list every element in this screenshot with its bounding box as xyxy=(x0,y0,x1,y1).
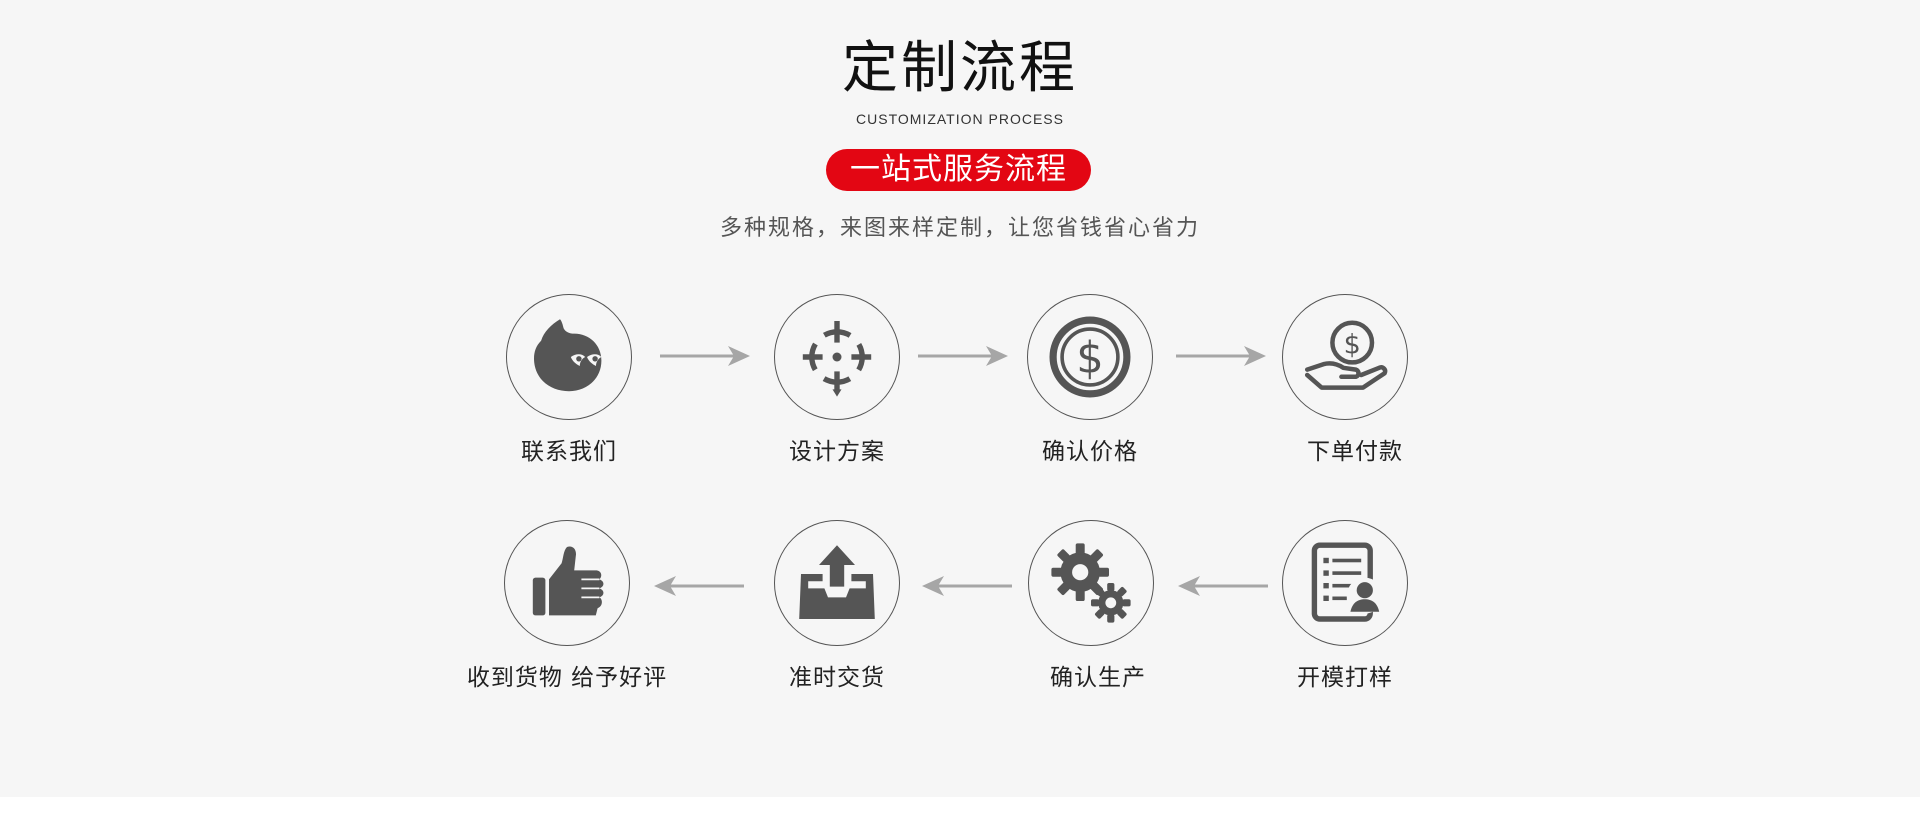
step-label: 收到货物 给予好评 xyxy=(466,665,668,691)
step-label: 开模打样 xyxy=(1297,665,1393,691)
step-label: 确认价格 xyxy=(1042,439,1138,465)
arrow-right-icon xyxy=(918,346,1008,366)
dollar-coin-icon: $ xyxy=(1049,316,1131,398)
step-payment: $ xyxy=(1282,294,1408,420)
tagline: 多种规格，来图来样定制，让您省钱省心省力 xyxy=(719,216,1200,241)
svg-text:$: $ xyxy=(1076,333,1103,383)
arrow-right-icon xyxy=(660,346,750,366)
step-design xyxy=(774,294,900,420)
thumbs-up-icon xyxy=(532,546,604,616)
step-label: 确认生产 xyxy=(1050,665,1146,691)
document-user-icon xyxy=(1311,542,1383,622)
process-panel: 定制流程 CUSTOMIZATION PROCESS 一站式服务流程 多种规格，… xyxy=(466,36,1408,691)
page-title: 定制流程 xyxy=(842,36,1078,101)
service-badge: 一站式服务流程 xyxy=(826,149,1091,191)
gears-icon xyxy=(1051,543,1131,623)
step-label: 设计方案 xyxy=(789,439,885,465)
arrow-left-icon xyxy=(922,576,1012,596)
arrow-left-icon xyxy=(1178,576,1268,596)
hand-coin-icon: $ xyxy=(1304,320,1388,390)
svg-text:$: $ xyxy=(1344,329,1361,360)
crosshair-icon xyxy=(802,321,872,397)
step-label: 下单付款 xyxy=(1307,439,1403,465)
arrow-left-icon xyxy=(654,576,744,596)
step-price: $ xyxy=(1027,294,1153,420)
tray-upload-icon xyxy=(799,545,875,619)
step-delivery xyxy=(774,520,900,646)
step-production xyxy=(1028,520,1154,646)
arrow-right-icon xyxy=(1176,346,1266,366)
step-label: 联系我们 xyxy=(521,439,617,465)
step-contact xyxy=(506,294,632,420)
step-feedback xyxy=(504,520,630,646)
chat-bubble-icon xyxy=(534,319,602,392)
step-sample xyxy=(1282,520,1408,646)
page-subtitle: CUSTOMIZATION PROCESS xyxy=(856,111,1064,127)
step-label: 准时交货 xyxy=(789,665,885,691)
